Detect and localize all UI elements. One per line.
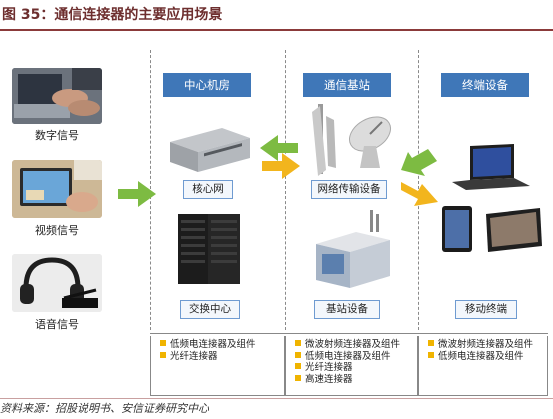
laptop-typing-icon (12, 68, 102, 124)
legend-item: 低频电连接器及组件 (160, 339, 284, 351)
legend-text: 低频电连接器及组件 (438, 350, 524, 362)
label-switch-center: 交换中心 (180, 300, 240, 319)
separator-3 (418, 50, 419, 330)
headphones-icon (12, 254, 102, 312)
arrow-terminal-to-station (401, 149, 437, 176)
bullet-icon (428, 351, 434, 358)
bullet-icon (295, 351, 301, 358)
header-base-station: 通信基站 (303, 73, 391, 97)
legend-top-2 (285, 333, 418, 334)
arrow-station-to-center (260, 135, 298, 161)
separator-1 (150, 50, 151, 330)
input-label-digital: 数字信号 (35, 129, 79, 142)
bullet-icon (295, 374, 301, 381)
legend-item: 光纤连接器 (295, 362, 417, 374)
bullet-icon (160, 351, 166, 358)
legend-text: 微波射频连接器及组件 (438, 339, 534, 350)
separator-2 (285, 50, 286, 330)
label-base-station-equipment: 基站设备 (314, 300, 380, 319)
laptop-typing-photo (12, 68, 102, 124)
legend-text: 光纤连接器 (170, 350, 218, 362)
figure-source: 资料来源：招股说明书、安信证券研究中心 (0, 402, 209, 415)
arrow-center-to-station (262, 153, 300, 179)
bullet-icon (160, 340, 166, 346)
label-network-transmission: 网络传输设备 (311, 180, 387, 199)
legend-base-station: 微波射频连接器及组件 低频电连接器及组件 光纤连接器 高速连接器 (285, 336, 418, 396)
tablet-video-photo (12, 160, 102, 218)
bullet-icon (295, 363, 301, 369)
title-rule (0, 29, 553, 31)
header-data-center: 中心机房 (163, 73, 251, 97)
legend-terminal: 微波射频连接器及组件 低频电连接器及组件 (418, 336, 548, 396)
arrow-station-to-terminal (401, 182, 438, 206)
bullet-icon (428, 340, 434, 346)
label-core-network: 核心网 (183, 180, 233, 199)
legend-text: 低频电连接器及组件 (305, 350, 391, 362)
input-label-video: 视频信号 (35, 224, 79, 237)
legend-text: 光纤连接器 (305, 362, 353, 373)
legend-text: 低频电连接器及组件 (170, 339, 256, 350)
tablet-video-icon (12, 160, 102, 218)
legend-top-1 (150, 333, 285, 334)
legend-text: 高速连接器 (305, 373, 353, 385)
legend-item: 微波射频连接器及组件 (295, 339, 417, 351)
figure-title: 图 35：通信连接器的主要应用场景 (2, 7, 223, 23)
legend-item: 高速连接器 (295, 374, 417, 386)
header-terminal: 终端设备 (441, 73, 529, 97)
input-label-voice: 语音信号 (35, 318, 79, 331)
legend-text: 微波射频连接器及组件 (305, 339, 401, 350)
source-rule (0, 398, 553, 399)
legend-item: 低频电连接器及组件 (295, 351, 417, 363)
label-mobile-terminal: 移动终端 (455, 300, 517, 319)
legend-item: 微波射频连接器及组件 (428, 339, 547, 351)
legend-item: 低频电连接器及组件 (428, 351, 547, 363)
legend-data-center: 低频电连接器及组件 光纤连接器 (150, 336, 285, 396)
headphones-photo (12, 254, 102, 312)
legend-top-3 (418, 333, 548, 334)
legend-item: 光纤连接器 (160, 351, 284, 363)
bullet-icon (295, 340, 301, 346)
